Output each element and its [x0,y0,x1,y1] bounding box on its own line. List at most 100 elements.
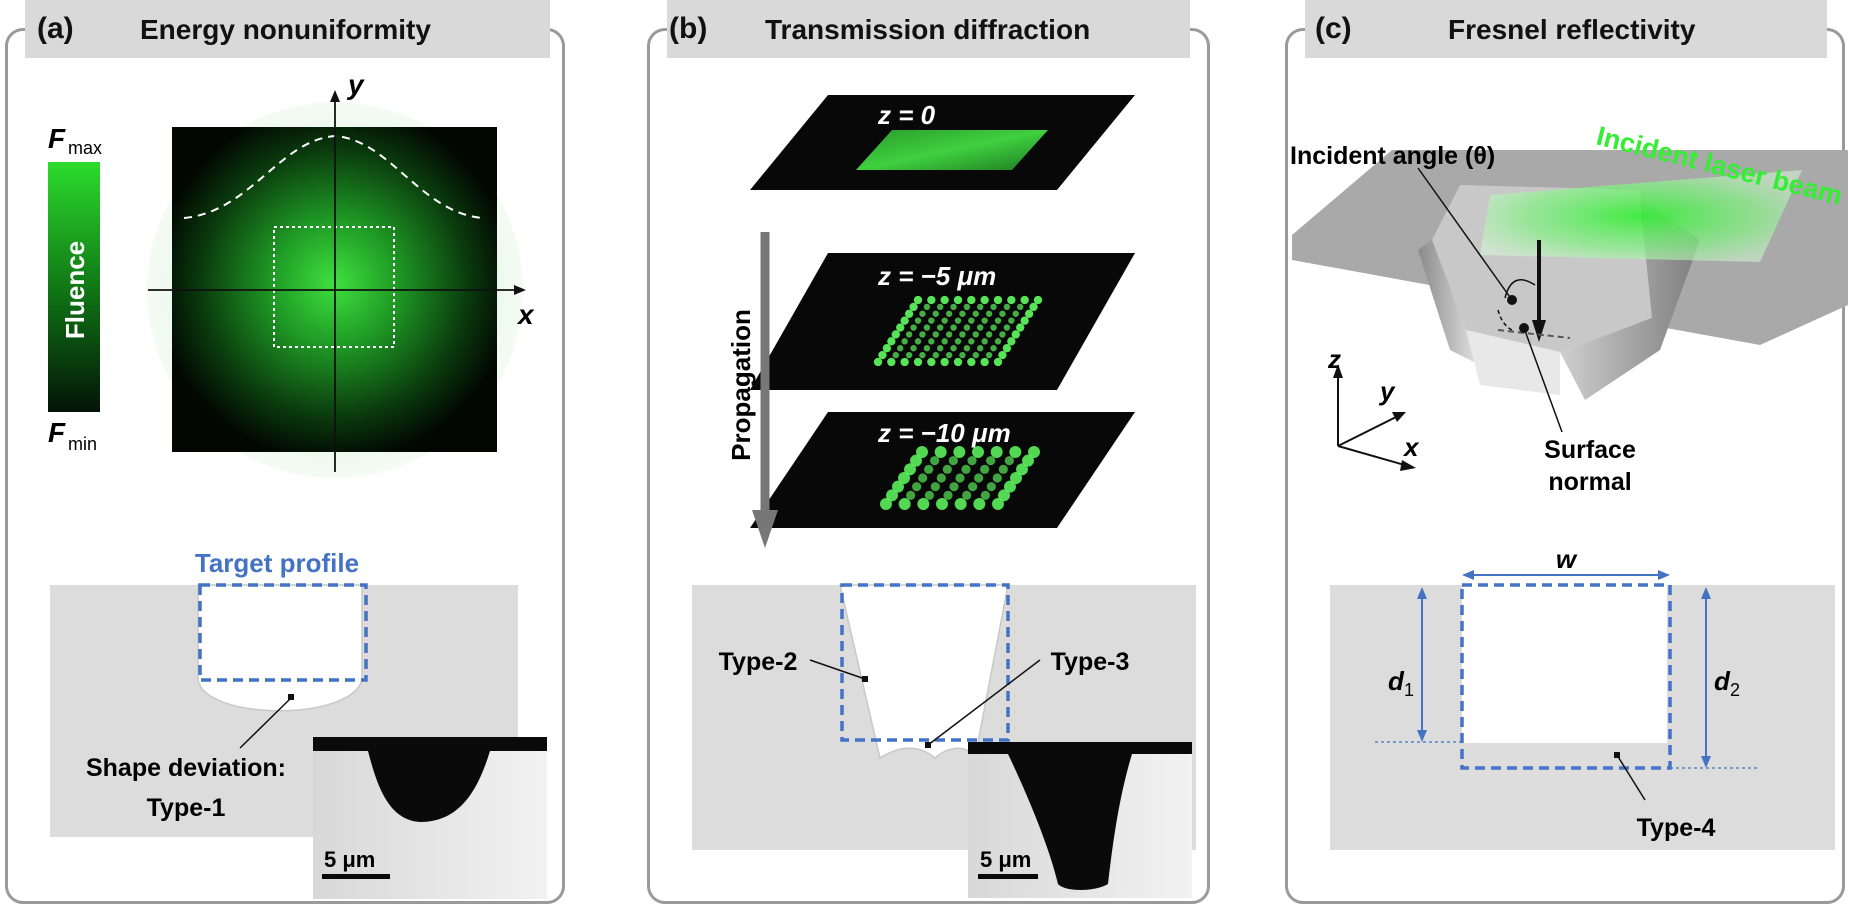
sem-crater-a [368,751,490,822]
diffraction-spot [999,331,1006,338]
panel-b-label: (b) [669,12,708,45]
diffraction-spot [1011,330,1020,339]
sem-crater-b [1008,754,1132,890]
diffraction-spot [980,357,989,367]
diffraction-spot [916,446,928,458]
crater-c [1462,585,1667,743]
diffraction-spot [943,490,953,500]
axis-x3d-label: x [1402,432,1420,462]
diffraction-spot [1007,337,1016,346]
panel-a-colorbar: F max Fluence F min [48,123,102,454]
diffraction-spot [945,310,953,317]
angle-arc [1504,279,1536,299]
surface-tangent [1497,329,1571,339]
propagation-label: Propagation [726,309,756,461]
diffraction-spot [954,317,962,324]
colorbar-label: Fluence [60,241,90,339]
diffraction-spot [927,295,936,305]
d1-arrow-bottom [1417,730,1427,742]
diffraction-spot [898,498,911,510]
diffraction-spot [953,295,963,305]
coordinate-axes: z y x [1327,344,1420,471]
panel-a-title: Energy nonuniformity [140,14,431,45]
diffraction-spot [985,331,993,338]
diffraction-spot [963,324,971,331]
diffraction-pattern-z5 [873,295,1043,367]
angle-leader [1417,167,1513,301]
y-axis-arrow [330,90,340,102]
diffraction-spot [967,357,976,367]
diffraction-spot [897,345,904,352]
panel-c-profile: w d 1 d 2 Type-4 [1330,544,1835,850]
plane-z10 [750,412,1135,528]
diffraction-spot [941,317,948,324]
diffraction-spot [986,456,996,466]
type2-leader [809,659,866,680]
crater-wall-left [1418,240,1480,365]
diffraction-spot [930,456,940,466]
diffraction-spot [1016,463,1028,476]
diffraction-spot [906,490,916,500]
sem-top-bar-b [968,742,1192,754]
panel-b-title: Transmission diffraction [765,14,1091,45]
diffraction-spot [924,490,934,500]
diffraction-spot [904,463,916,476]
diffraction-spot [945,331,953,338]
surface-normal-label-2: normal [1548,468,1631,496]
diffraction-spot [981,338,988,345]
diffraction-spot [961,464,971,474]
diffraction-spot [910,454,922,467]
diffraction-spot [927,357,936,367]
diffraction-spot [977,303,984,311]
diffraction-spot [892,351,899,359]
diffraction-spot [932,310,939,317]
diffraction-spot [900,316,909,325]
diffraction-spot [994,338,1002,345]
diffraction-spot [986,482,996,492]
fmin-subscript: min [68,434,97,454]
type3-label: Type-3 [1051,648,1130,676]
diffraction-spot [990,446,1003,458]
diffraction-spot [999,310,1006,317]
axis-z-label: z [1327,344,1341,374]
fmax-subscript: max [68,138,102,158]
diffraction-spot [887,357,896,367]
w-arrow-left [1462,570,1474,580]
diffraction-spot [873,357,883,367]
laser-beam-sheet [1480,170,1802,262]
diffraction-spot [950,303,957,311]
scale-bar-b [978,874,1038,879]
diffraction-spot [900,357,909,367]
normal-leader [1523,327,1563,433]
diffraction-spot [992,473,1002,483]
diffraction-spot [950,324,957,331]
diffraction-spot [918,473,928,483]
diffraction-spot [1012,310,1019,317]
diffraction-spot [880,498,892,510]
diffraction-spot [972,310,979,317]
type2-label: Type-2 [719,648,798,676]
deviation-marker [288,694,294,700]
beam-spot-z0 [856,130,1048,170]
diffraction-spot [892,480,904,493]
axis-y3d-label: y [1378,376,1396,406]
diffraction-spot [905,331,913,338]
axis-x-label: x [516,299,535,330]
plane-z10-label: z = −10 μm [877,418,1011,448]
diffraction-pattern-z10 [880,446,1040,510]
diffraction-spot [1003,303,1011,311]
diffraction-spot [1004,456,1014,466]
d1-arrow-top [1417,587,1427,599]
diffraction-spot [891,330,900,339]
y-axis-3d-head [1392,412,1406,422]
diffraction-spot [980,490,990,500]
diffraction-spot [950,345,957,352]
diffraction-spot [904,309,914,318]
diffraction-spot [887,337,896,346]
x-axis-arrow [514,285,526,295]
diffraction-spot [923,345,931,352]
panel-c-tab: (c) Fresnel reflectivity [1305,0,1827,58]
diffraction-spot [901,338,908,345]
panel-c-label: (c) [1315,12,1352,45]
diffraction-spot [953,446,966,458]
